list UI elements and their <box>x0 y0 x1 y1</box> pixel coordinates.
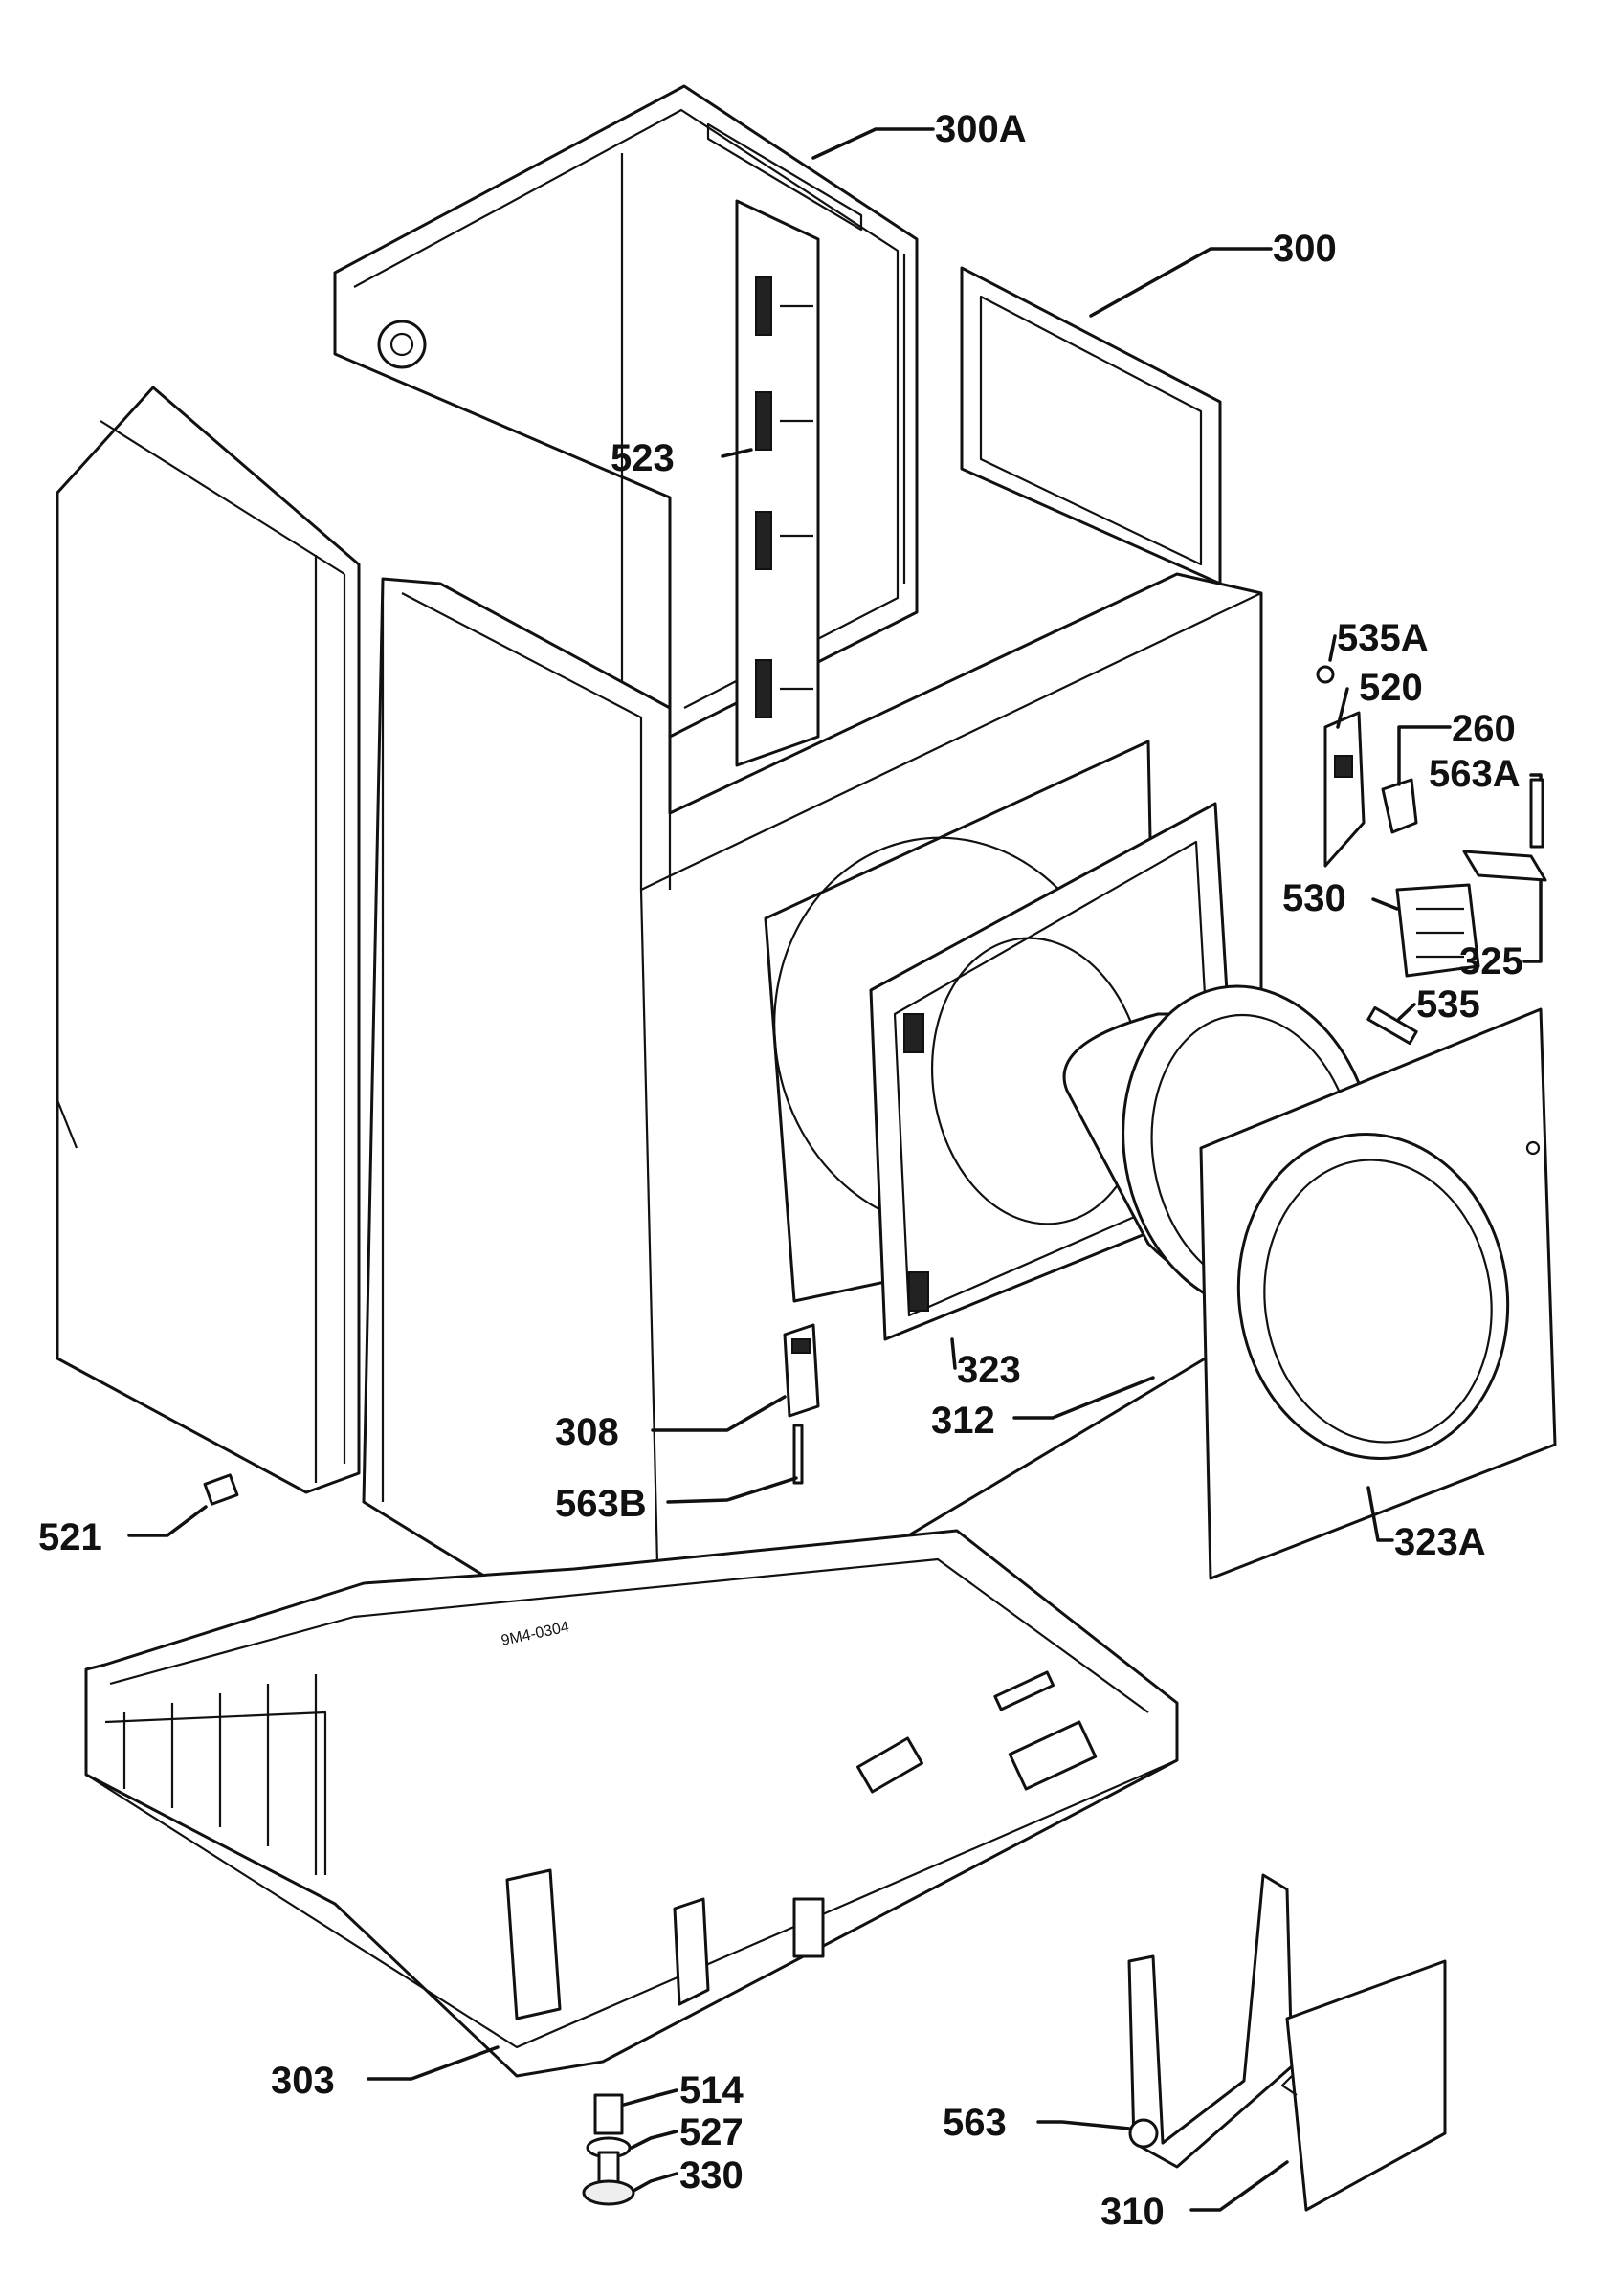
label-300: 300 <box>1273 228 1337 270</box>
label-563B: 563B <box>555 1483 647 1525</box>
bracket-563 <box>1127 1873 1294 2169</box>
label-260: 260 <box>1452 708 1516 750</box>
pin-563B <box>792 1424 804 1485</box>
base-frame-303: 9M4-0304 <box>84 1529 1179 2078</box>
part-260 <box>1381 778 1418 834</box>
part-520 <box>1323 711 1366 868</box>
label-527: 527 <box>679 2111 744 2153</box>
front-panel-323A <box>1199 1007 1557 1580</box>
label-325: 325 <box>1459 940 1523 982</box>
part-514 <box>593 2093 624 2135</box>
label-535: 535 <box>1416 983 1480 1026</box>
label-520: 520 <box>1359 667 1423 709</box>
part-535A <box>1316 665 1335 684</box>
label-530: 530 <box>1282 877 1346 919</box>
part-530 <box>1395 883 1480 978</box>
part-labels: 300A 300 523 535A 520 260 563A 530 325 5… <box>38 108 1523 2233</box>
foot-521 <box>203 1473 239 1506</box>
part-535 <box>1366 1005 1418 1046</box>
hinge-parts <box>1316 665 1547 1046</box>
label-330: 330 <box>679 2154 744 2197</box>
label-323A: 323A <box>1394 1521 1486 1563</box>
part-330 <box>582 2179 635 2206</box>
inner-panel-523 <box>735 199 820 767</box>
label-563A: 563A <box>1429 753 1521 795</box>
cover-310 <box>1280 1959 1447 2212</box>
label-563: 563 <box>943 2102 1007 2144</box>
label-535A: 535A <box>1337 617 1429 659</box>
left-side-panel <box>56 386 361 1494</box>
latch-308 <box>783 1323 820 1485</box>
label-323: 323 <box>957 1349 1021 1391</box>
label-521: 521 <box>38 1516 102 1558</box>
foot-assembly <box>582 2093 635 2206</box>
label-308: 308 <box>555 1411 619 1453</box>
label-300A: 300A <box>935 108 1027 150</box>
label-312: 312 <box>931 1400 995 1442</box>
leader-lines <box>127 127 1543 2212</box>
part-563A <box>1529 778 1544 849</box>
label-303: 303 <box>271 2060 335 2102</box>
part-325 <box>1462 850 1547 882</box>
label-514: 514 <box>679 2069 744 2111</box>
label-310: 310 <box>1100 2191 1165 2233</box>
label-523: 523 <box>611 437 675 479</box>
